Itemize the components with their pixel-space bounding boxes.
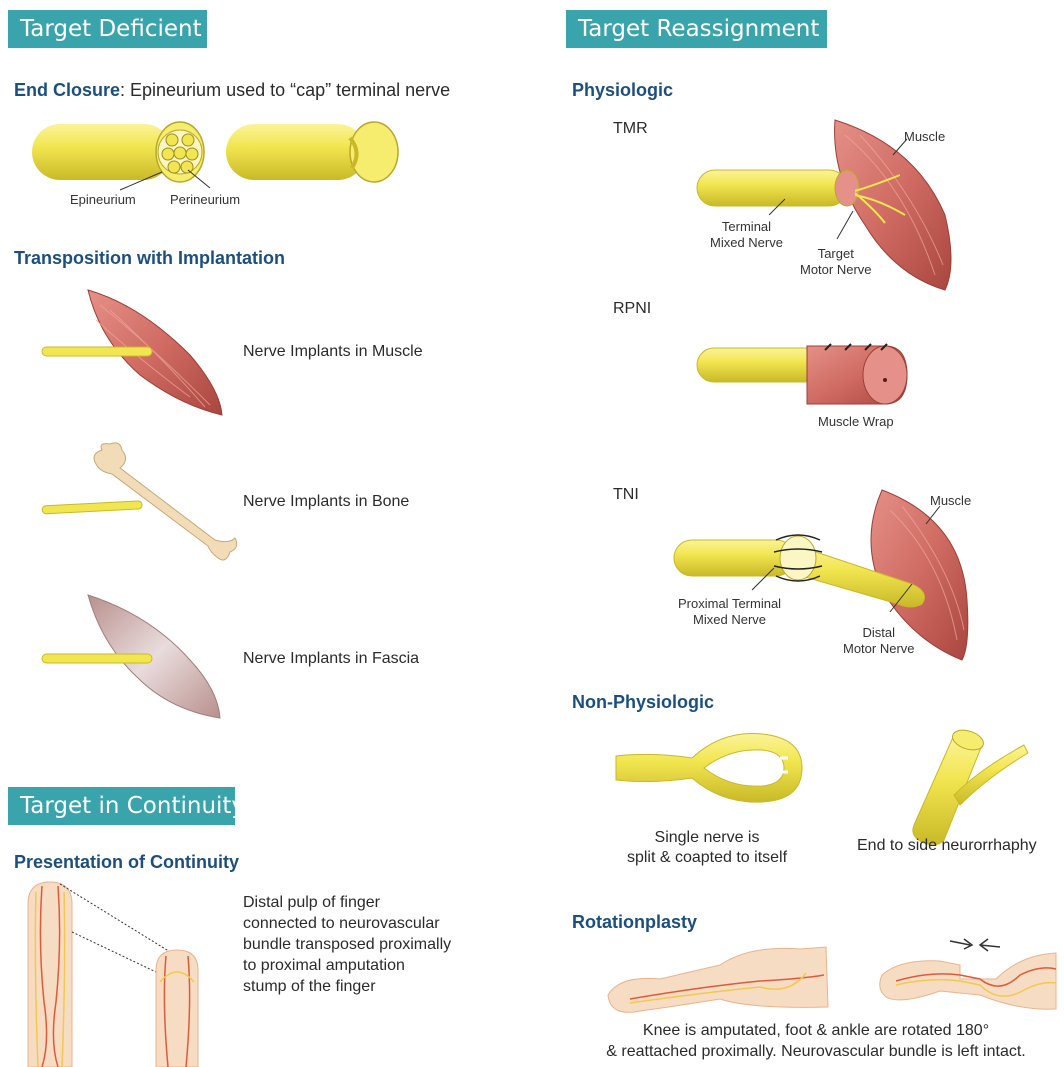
label-line: Motor Nerve (800, 262, 872, 278)
label-epineurium: Epineurium (70, 192, 136, 208)
label-perineurium: Perineurium (170, 192, 240, 208)
rpni-label-wrap: Muscle Wrap (818, 414, 894, 430)
finger-continuity-illustration (20, 882, 220, 1067)
rpni-illustration (695, 340, 925, 410)
section-banner-target-deficient: Target Deficient (8, 10, 207, 48)
label-line: Proximal Terminal (678, 596, 781, 612)
caption-line: & reattached proximally. Neurovascular b… (572, 1041, 1060, 1062)
end-closure-heading: End Closure (14, 80, 120, 100)
section-banner-target-continuity: Target in Continuity (8, 787, 235, 825)
label-line: Mixed Nerve (678, 612, 781, 628)
caption-line: Distal pulp of finger (243, 892, 451, 913)
non-physiologic-right-caption: End to side neurorrhaphy (857, 837, 1037, 855)
continuity-caption: Distal pulp of finger connected to neuro… (243, 892, 451, 997)
rotationplasty-illustration (600, 935, 1060, 1025)
end-closure-illustration (30, 118, 410, 198)
tmr-illustration (695, 115, 1064, 295)
physiologic-heading: Physiologic (572, 80, 673, 101)
tmr-label-muscle: Muscle (904, 129, 945, 145)
label-line: Distal (843, 625, 915, 641)
nerve-loop-illustration (612, 728, 812, 813)
rpni-title: RPNI (613, 300, 651, 318)
label-line: Target (800, 246, 872, 262)
caption-line: to proximal amputation (243, 955, 451, 976)
label-bone-implant: Nerve Implants in Bone (243, 493, 409, 511)
tni-label-muscle: Muscle (930, 493, 971, 509)
caption-line: Single nerve is (614, 828, 800, 848)
caption-line: bundle transposed proximally (243, 934, 451, 955)
label-line: Terminal (710, 219, 783, 235)
caption-line: Knee is amputated, foot & ankle are rota… (572, 1020, 1060, 1041)
end-closure-title: End Closure: Epineurium used to “cap” te… (14, 80, 450, 101)
capped-nerve-end (226, 122, 398, 182)
continuity-heading: Presentation of Continuity (14, 852, 239, 873)
label-line: Mixed Nerve (710, 235, 783, 251)
end-closure-description: : Epineurium used to “cap” terminal nerv… (120, 80, 450, 100)
label-muscle-implant: Nerve Implants in Muscle (243, 343, 423, 361)
caption-line: split & coapted to itself (614, 848, 800, 868)
open-nerve-end (32, 122, 210, 190)
non-physiologic-heading: Non-Physiologic (572, 692, 714, 713)
rotationplasty-heading: Rotationplasty (572, 912, 697, 933)
label-line: Motor Nerve (843, 641, 915, 657)
rotationplasty-caption: Knee is amputated, foot & ankle are rota… (572, 1020, 1060, 1062)
tmr-title: TMR (613, 120, 648, 138)
transposition-heading: Transposition with Implantation (14, 248, 285, 269)
section-banner-target-reassignment: Target Reassignment (566, 10, 827, 48)
caption-line: connected to neurovascular (243, 913, 451, 934)
label-fascia-implant: Nerve Implants in Fascia (243, 650, 419, 668)
muscle-implant-illustration (40, 285, 240, 420)
tni-title: TNI (613, 486, 639, 504)
bone-implant-illustration (40, 440, 240, 570)
fascia-implant-illustration (40, 590, 240, 725)
end-to-side-illustration (900, 725, 1040, 845)
caption-line: stump of the finger (243, 976, 451, 997)
